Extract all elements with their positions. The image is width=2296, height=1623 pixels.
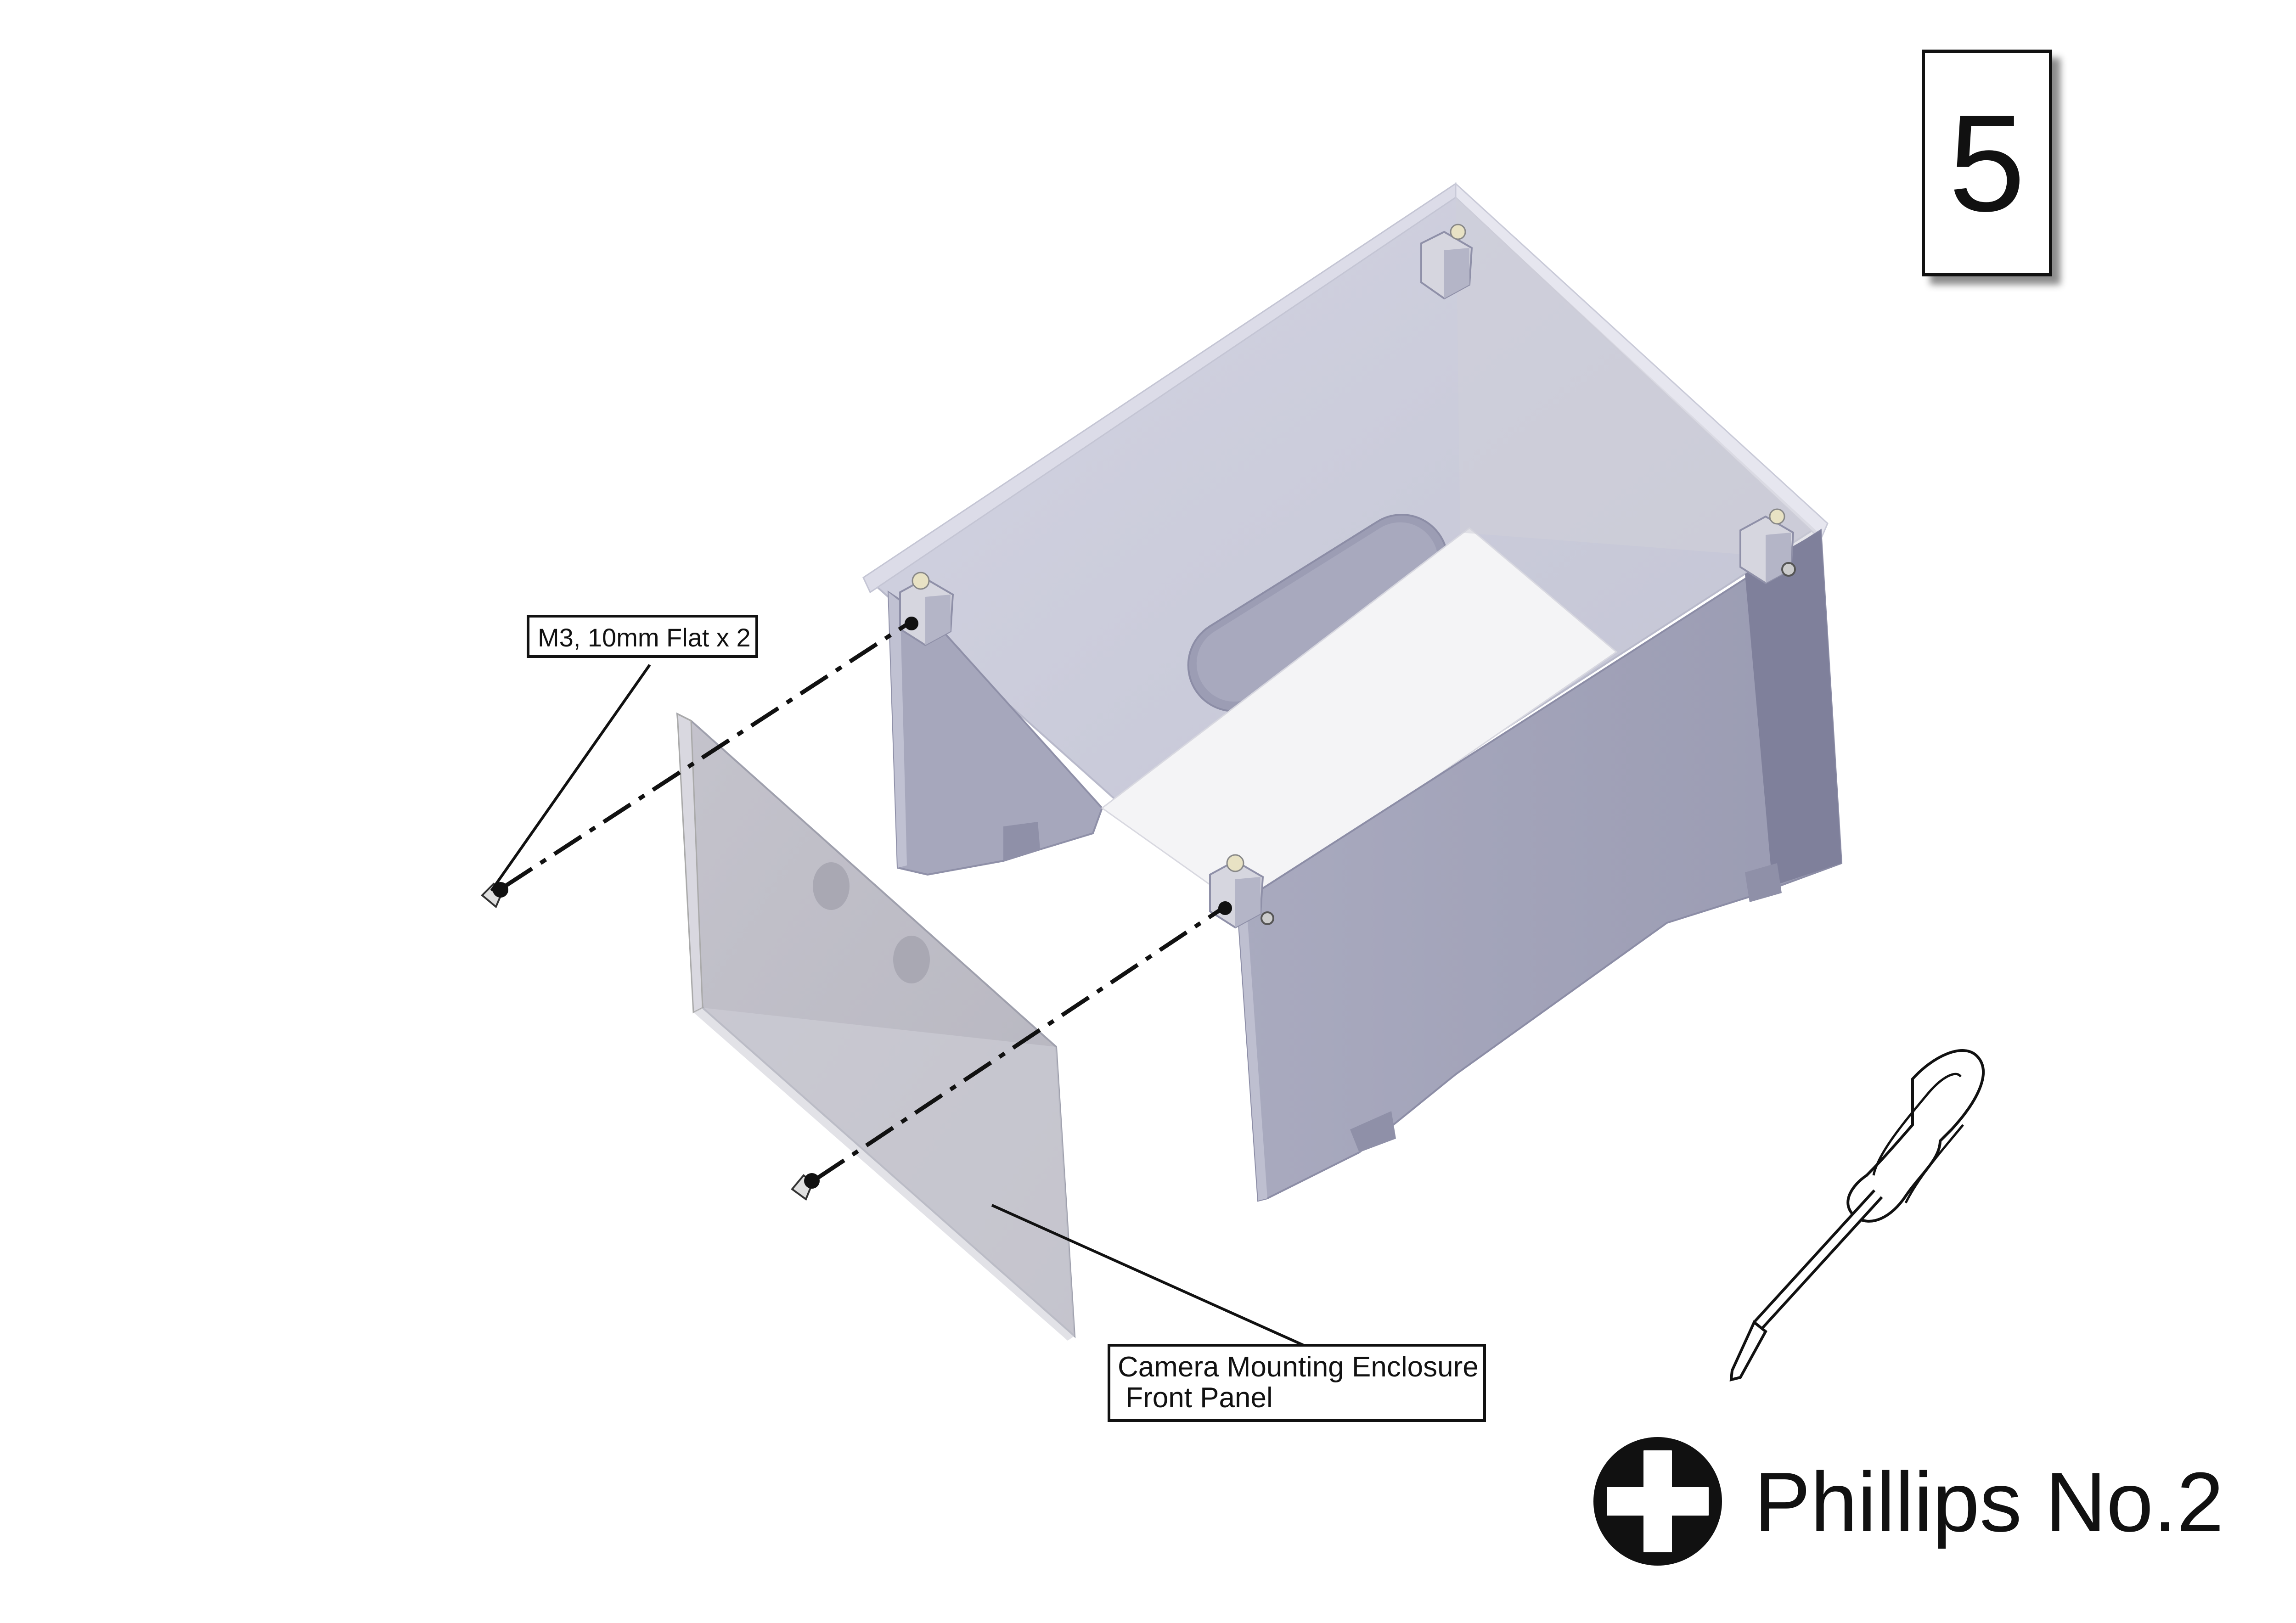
assembly-path-lower [816, 907, 1223, 1180]
screwdriver-icon [1729, 1049, 1985, 1382]
leader-line-screws [490, 664, 651, 892]
step-number: 5 [1922, 50, 2052, 276]
corner-bracket-front-right [1209, 854, 1274, 929]
front-panel-part [676, 712, 1076, 1341]
tool-label: Phillips No.2 [1754, 1455, 2224, 1549]
enclosure-bottom-opening [1101, 527, 1618, 910]
corner-bracket-front-left [899, 572, 954, 646]
screw-upper [481, 882, 508, 909]
phillips-cross-icon [1593, 1437, 1722, 1566]
corner-bracket-right [1739, 508, 1796, 584]
corner-bracket-back [1420, 224, 1473, 300]
assembly-path-upper [504, 623, 908, 888]
front-panel-callout: Camera Mounting Enclosure Front Panel [1108, 1344, 1486, 1422]
screw-lower [791, 1173, 820, 1201]
enclosure-back-wall [1456, 197, 1818, 560]
leader-line-panel [991, 1204, 1310, 1349]
screws-callout: M3, 10mm Flat x 2 [527, 615, 758, 658]
enclosure-left-wall [887, 590, 1103, 876]
enclosure-right-wall [1236, 528, 1843, 1202]
